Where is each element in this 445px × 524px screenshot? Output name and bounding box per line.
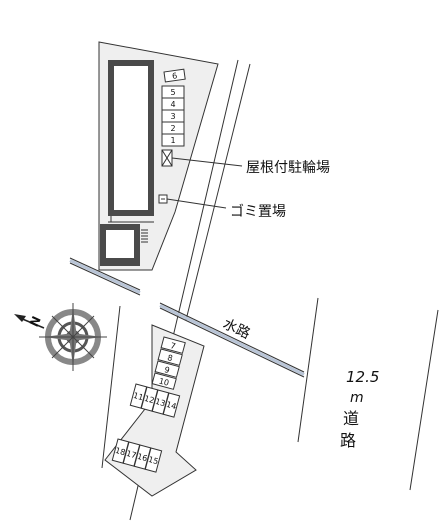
parking-slot: 9 [154,360,180,378]
bicycle-parking-icon [161,149,173,167]
road-label: 12.5 m 道 路 [340,368,379,450]
bicycle-leader-line [171,157,243,167]
parking-slot-label: 17 [125,449,137,460]
parking-lower-group: 7 8 9 10 11 12 13 14 [111,336,186,473]
road-edge-right [185,63,251,321]
parking-slot: 6 [163,68,186,83]
parking-slot-label: 5 [170,88,175,97]
parking-slot-label: 4 [170,100,175,109]
parking-slot-label: 2 [170,124,175,133]
parking-upper-group: 6 5 4 3 2 1 [161,68,186,147]
waterway-left [69,257,141,296]
parking-slot: 8 [157,348,183,366]
road-name-label-1: 道 [343,409,359,428]
parking-slot-label: 14 [165,400,177,411]
parking-slot-label: 3 [170,112,175,121]
road-width-label: 12.5 [346,368,379,386]
trash-leader-line [166,198,227,209]
bicycle-parking-label: 屋根付駐輪場 [246,159,330,176]
parking-slot-label: 18 [114,446,126,457]
parking-slot: 10 [151,372,177,390]
road-name-label-2: 路 [340,431,356,450]
parking-slot: 18 [111,438,130,464]
parking-slot-label: 8 [166,353,173,363]
parking-slot: 1 [161,133,185,147]
parking-slot: 14 [162,392,181,418]
parking-slot: 4 [161,97,185,111]
trash-box-icon [158,194,168,204]
parking-slot-label: 1 [170,136,175,145]
parking-slot-label: 9 [163,365,170,375]
parking-slot-label: 11 [132,391,144,402]
parking-slot: 5 [161,85,185,99]
parking-slot: 7 [160,336,186,354]
parking-slot-label: 12 [143,394,155,405]
parking-slot-label: 15 [147,455,159,466]
parking-slot-label: 6 [172,71,178,81]
compass-rose-icon: N [14,303,107,371]
parking-slot-label: 7 [169,341,176,351]
right-road-line-3 [101,305,121,469]
small-building [100,224,148,266]
parking-slot-label: 16 [136,452,148,463]
right-road-line-1 [297,297,319,443]
road-unit-label: m [350,390,364,406]
right-road-line-2 [409,309,439,491]
waterway-main [159,302,305,378]
parking-slot: 2 [161,121,185,135]
trash-label: ゴミ置場 [230,203,286,220]
parking-slot-label: 10 [158,376,170,387]
parking-slot-label: 13 [154,397,166,408]
waterway-label: 水路 [220,316,252,342]
parking-slot: 3 [161,109,185,123]
apartment-building [108,60,154,223]
